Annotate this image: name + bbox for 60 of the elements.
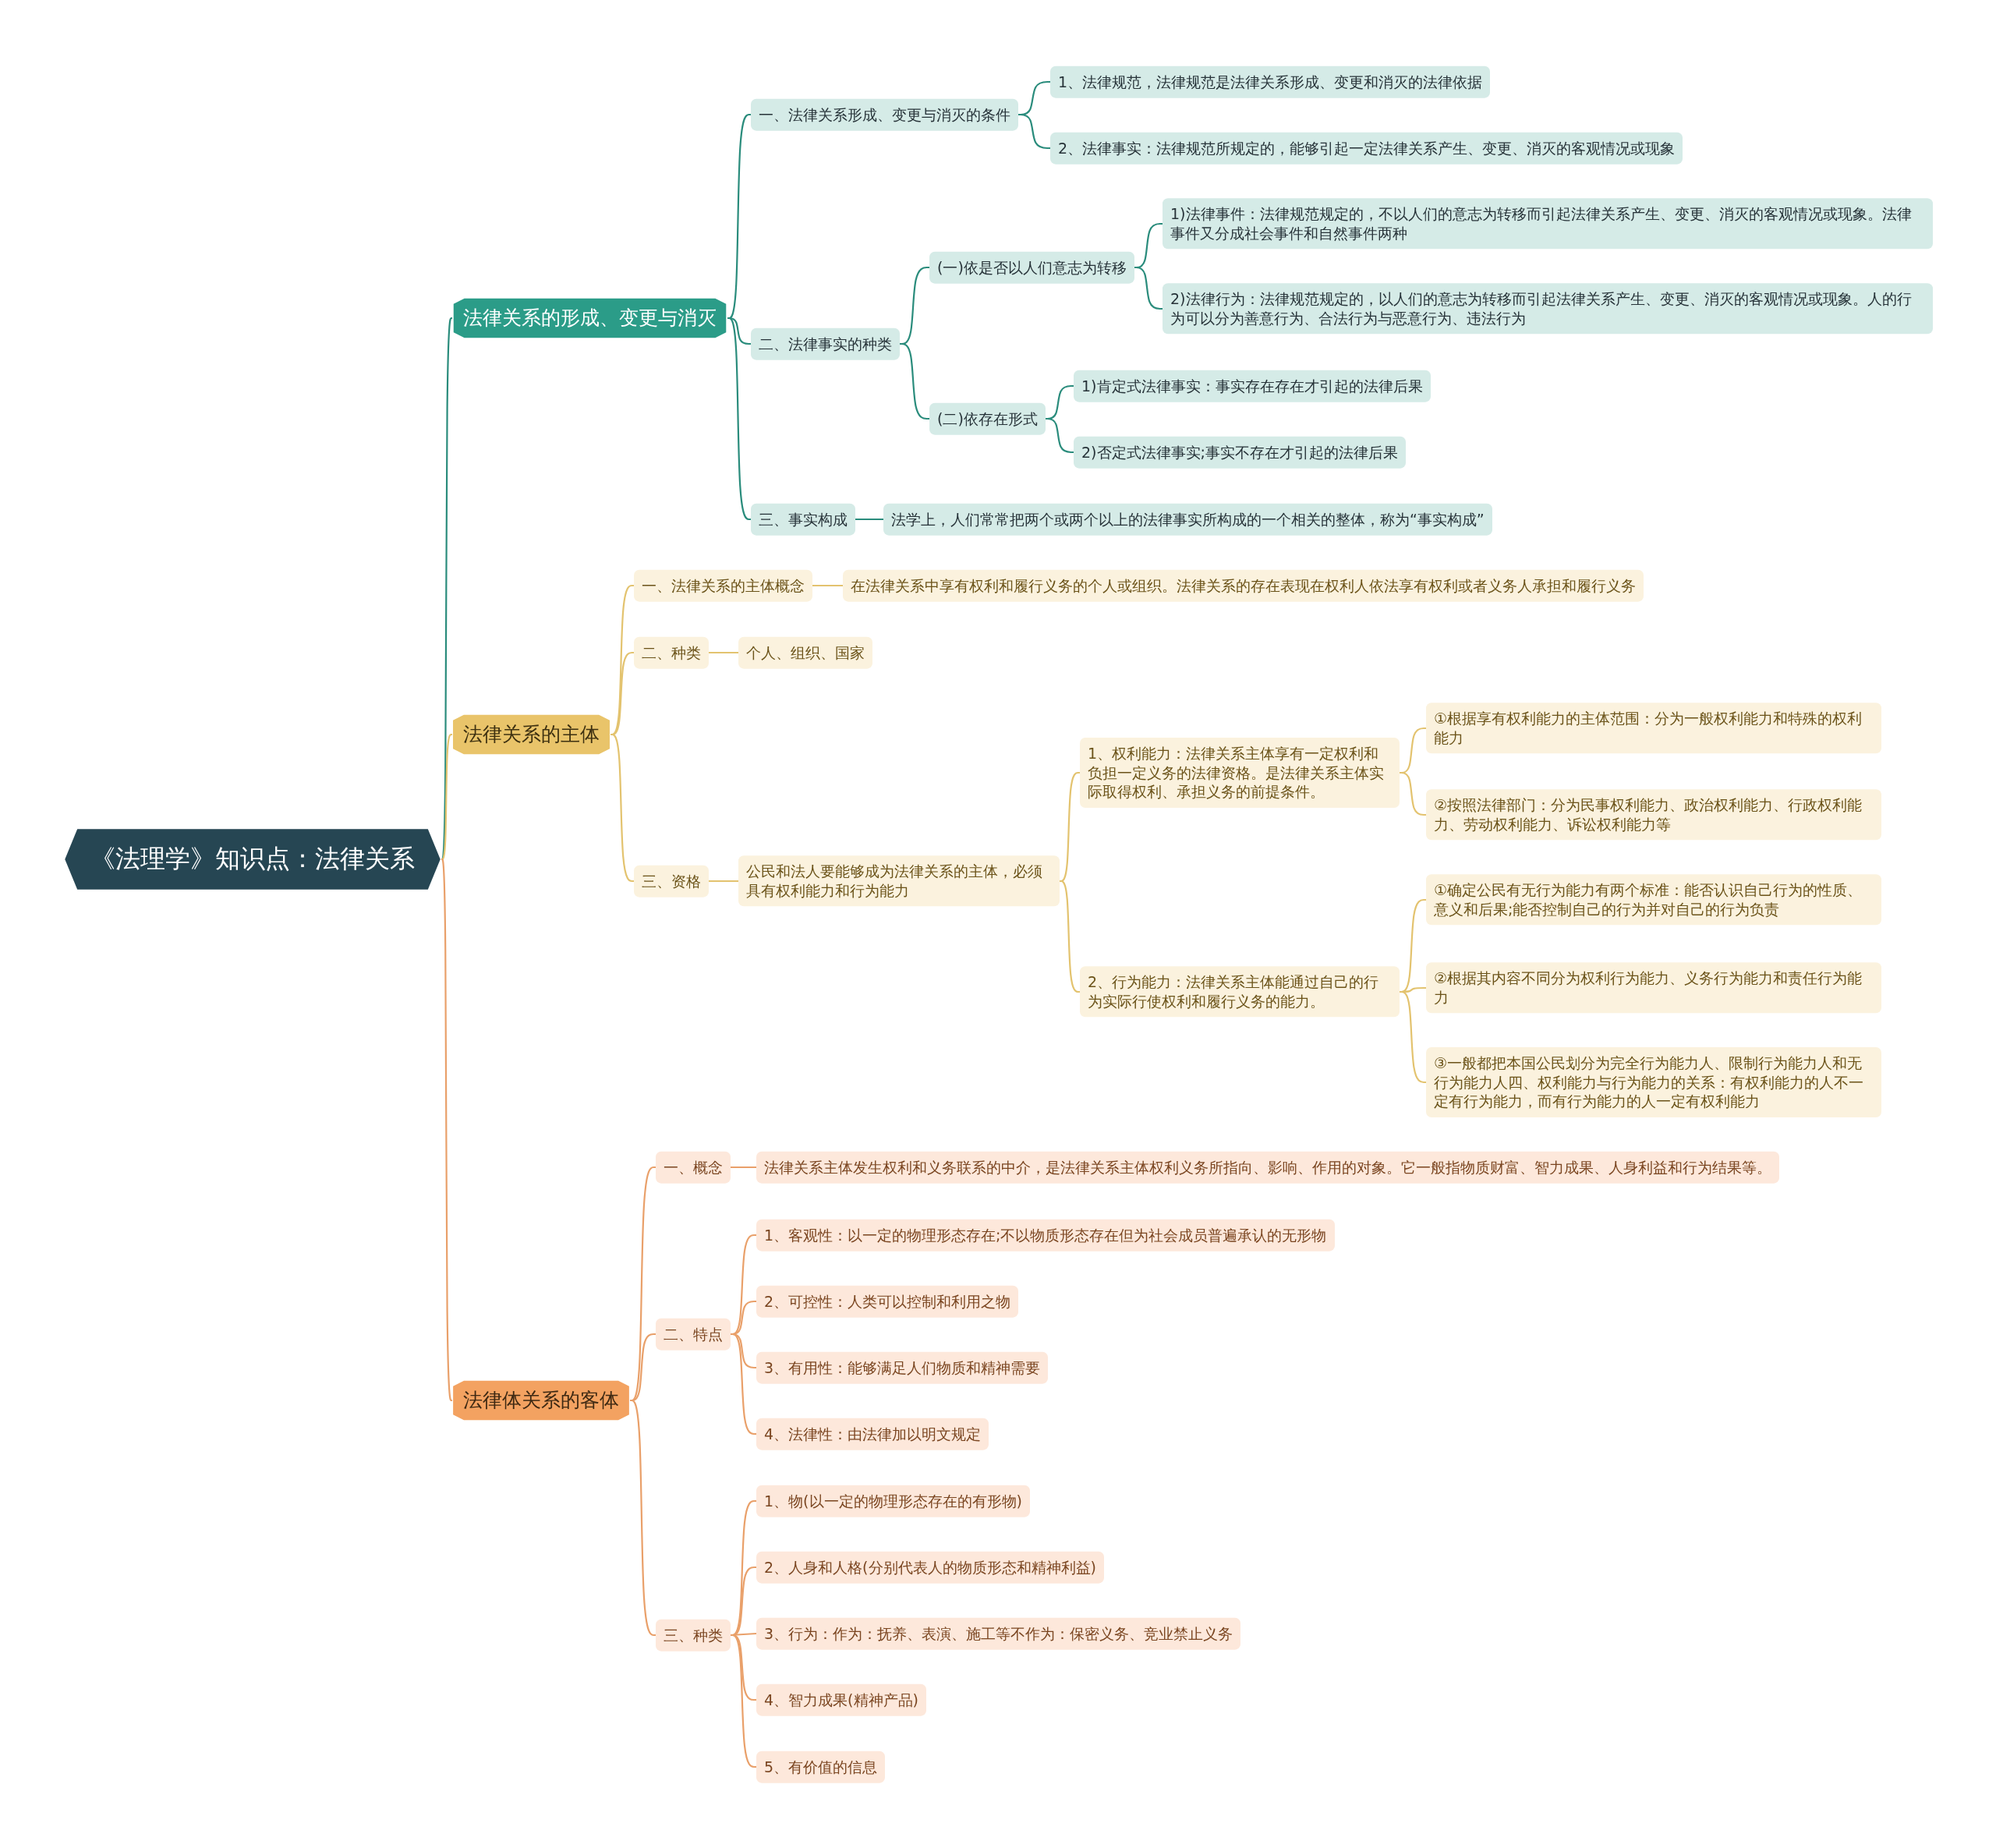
subtopic: 2)否定式法律事实;事实不存在才引起的法律后果 [1074,436,1406,469]
subtopic: 在法律关系中享有权利和履行义务的个人或组织。法律关系的存在表现在权利人依法享有权利或者义务人承担和履行义务 [843,569,1644,602]
subtopic: 5、有价值的信息 [756,1751,886,1783]
subtopic: ③一般都把本国公民划分为完全行为能力人、限制行为能力人和无行为能力人四、权利能力与行为能力的关系：有权利能力的人不一定有行为能力，而有行为能力的人一定有权利能力 [1426,1046,1881,1118]
subtopic: (二)依存在形式 [929,402,1046,435]
connector-line [1400,990,1426,1084]
subtopic: 三、资格 [634,865,709,897]
connector-line [610,584,634,736]
subtopic: 三、事实构成 [751,503,855,536]
subtopic: 个人、组织、国家 [738,636,872,669]
main-topic: 法律关系的形成、变更与消灭 [452,298,727,338]
subtopic: 4、智力成果(精神产品) [756,1683,926,1716]
connector-line [731,1166,756,1169]
connector-line [441,733,453,861]
subtopic: 1、法律规范，法律规范是法律关系形成、变更和消灭的法律依据 [1050,65,1491,98]
subtopic: 2、法律事实：法律规范所规定的，能够引起一定法律关系产生、变更、消灭的客观情况或现象 [1050,132,1683,165]
subtopic: (一)依是否以人们意志为转移 [929,251,1134,284]
subtopic: 2、行为能力：法律关系主体能通过自己的行为实际行使权利和履行义务的能力。 [1080,966,1400,1018]
subtopic: 1、物(以一定的物理形态存在的有形物) [756,1485,1030,1517]
subtopic: 1)肯定式法律事实：事实存在存在才引起的法律后果 [1074,370,1431,402]
subtopic: 2、可控性：人类可以控制和利用之物 [756,1285,1019,1318]
subtopic: ②根据其内容不同分为权利行为能力、义务行为能力和责任行为能力 [1426,962,1881,1014]
subtopic: 2、人身和人格(分别代表人的物质形态和精神利益) [756,1551,1104,1584]
connector-line [900,342,929,420]
connector-line [1400,771,1426,816]
subtopic: 4、法律性：由法律加以明文规定 [756,1418,989,1450]
subtopic: ②按照法律部门：分为民事权利能力、政治权利能力、行政权利能力、劳动权利能力、诉讼权利能力等 [1426,789,1881,841]
connector-line [709,651,738,654]
connector-line [441,858,453,1402]
connector-line [731,1634,756,1768]
subtopic: ①根据享有权利能力的主体范围：分为一般权利能力和特殊的权利能力 [1426,703,1881,754]
connector-line [731,1333,756,1436]
main-topic: 法律体关系的客体 [452,1380,630,1421]
subtopic: 法律关系主体发生权利和义务联系的中介，是法律关系主体权利义务所指向、影响、作用的对象。它一般指物质财富、智力成果、人身利益和行为结果等。 [756,1151,1779,1184]
connector-line [709,880,738,883]
subtopic: 1、客观性：以一定的物理形态存在;不以物质形态存在但为社会成员普遍承认的无形物 [756,1219,1335,1251]
connector-line [727,317,751,521]
connector-line [855,518,883,521]
main-topic: 法律关系的主体 [452,714,610,755]
subtopic: 1、权利能力：法律关系主体享有一定权利和负担一定义务的法律资格。是法律关系主体实际取得权利、承担义务的前提条件。 [1080,737,1400,809]
subtopic: 二、法律事实的种类 [751,327,900,360]
subtopic: 1)法律事件：法律规范规定的，不以人们的意志为转移而引起法律关系产生、变更、消灭的客观情况或现象。法律事件又分成社会事件和自然事件两种 [1163,198,1933,250]
subtopic: 二、种类 [634,636,709,669]
subtopic: 3、有用性：能够满足人们物质和精神需要 [756,1351,1049,1384]
central-topic: 《法理学》知识点：法律关系 [64,829,441,890]
subtopic: 2)法律行为：法律规范规定的，以人们的意志为转移而引起法律关系产生、变更、消灭的客观情况或现象。人的行为可以分为善意行为、合法行为与恶意行为、违法行为 [1163,283,1933,335]
connector-line [1059,880,1080,993]
subtopic: 二、特点 [656,1318,731,1351]
subtopic: 三、种类 [656,1619,731,1652]
connector-line [629,1399,656,1637]
subtopic: 公民和法人要能够成为法律关系的主体，必须具有权利能力和行为能力 [738,855,1060,907]
subtopic: ①确定公民有无行为能力有两个标准：能否认识自己行为的性质、意义和后果;能否控制自己的行为并对自己的行为负责 [1426,874,1881,926]
connector-line [812,584,843,587]
connector-line [1018,113,1050,150]
subtopic: 一、法律关系形成、变更与消灭的条件 [751,98,1018,131]
connector-line [610,733,634,883]
subtopic: 一、概念 [656,1151,731,1184]
subtopic: 3、行为：作为：抚养、表演、施工等不作为：保密义务、竞业禁止义务 [756,1617,1241,1650]
subtopic: 一、法律关系的主体概念 [634,569,812,602]
subtopic: 法学上，人们常常把两个或两个以上的法律事实所构成的一个相关的整体，称为“事实构成” [883,503,1492,536]
